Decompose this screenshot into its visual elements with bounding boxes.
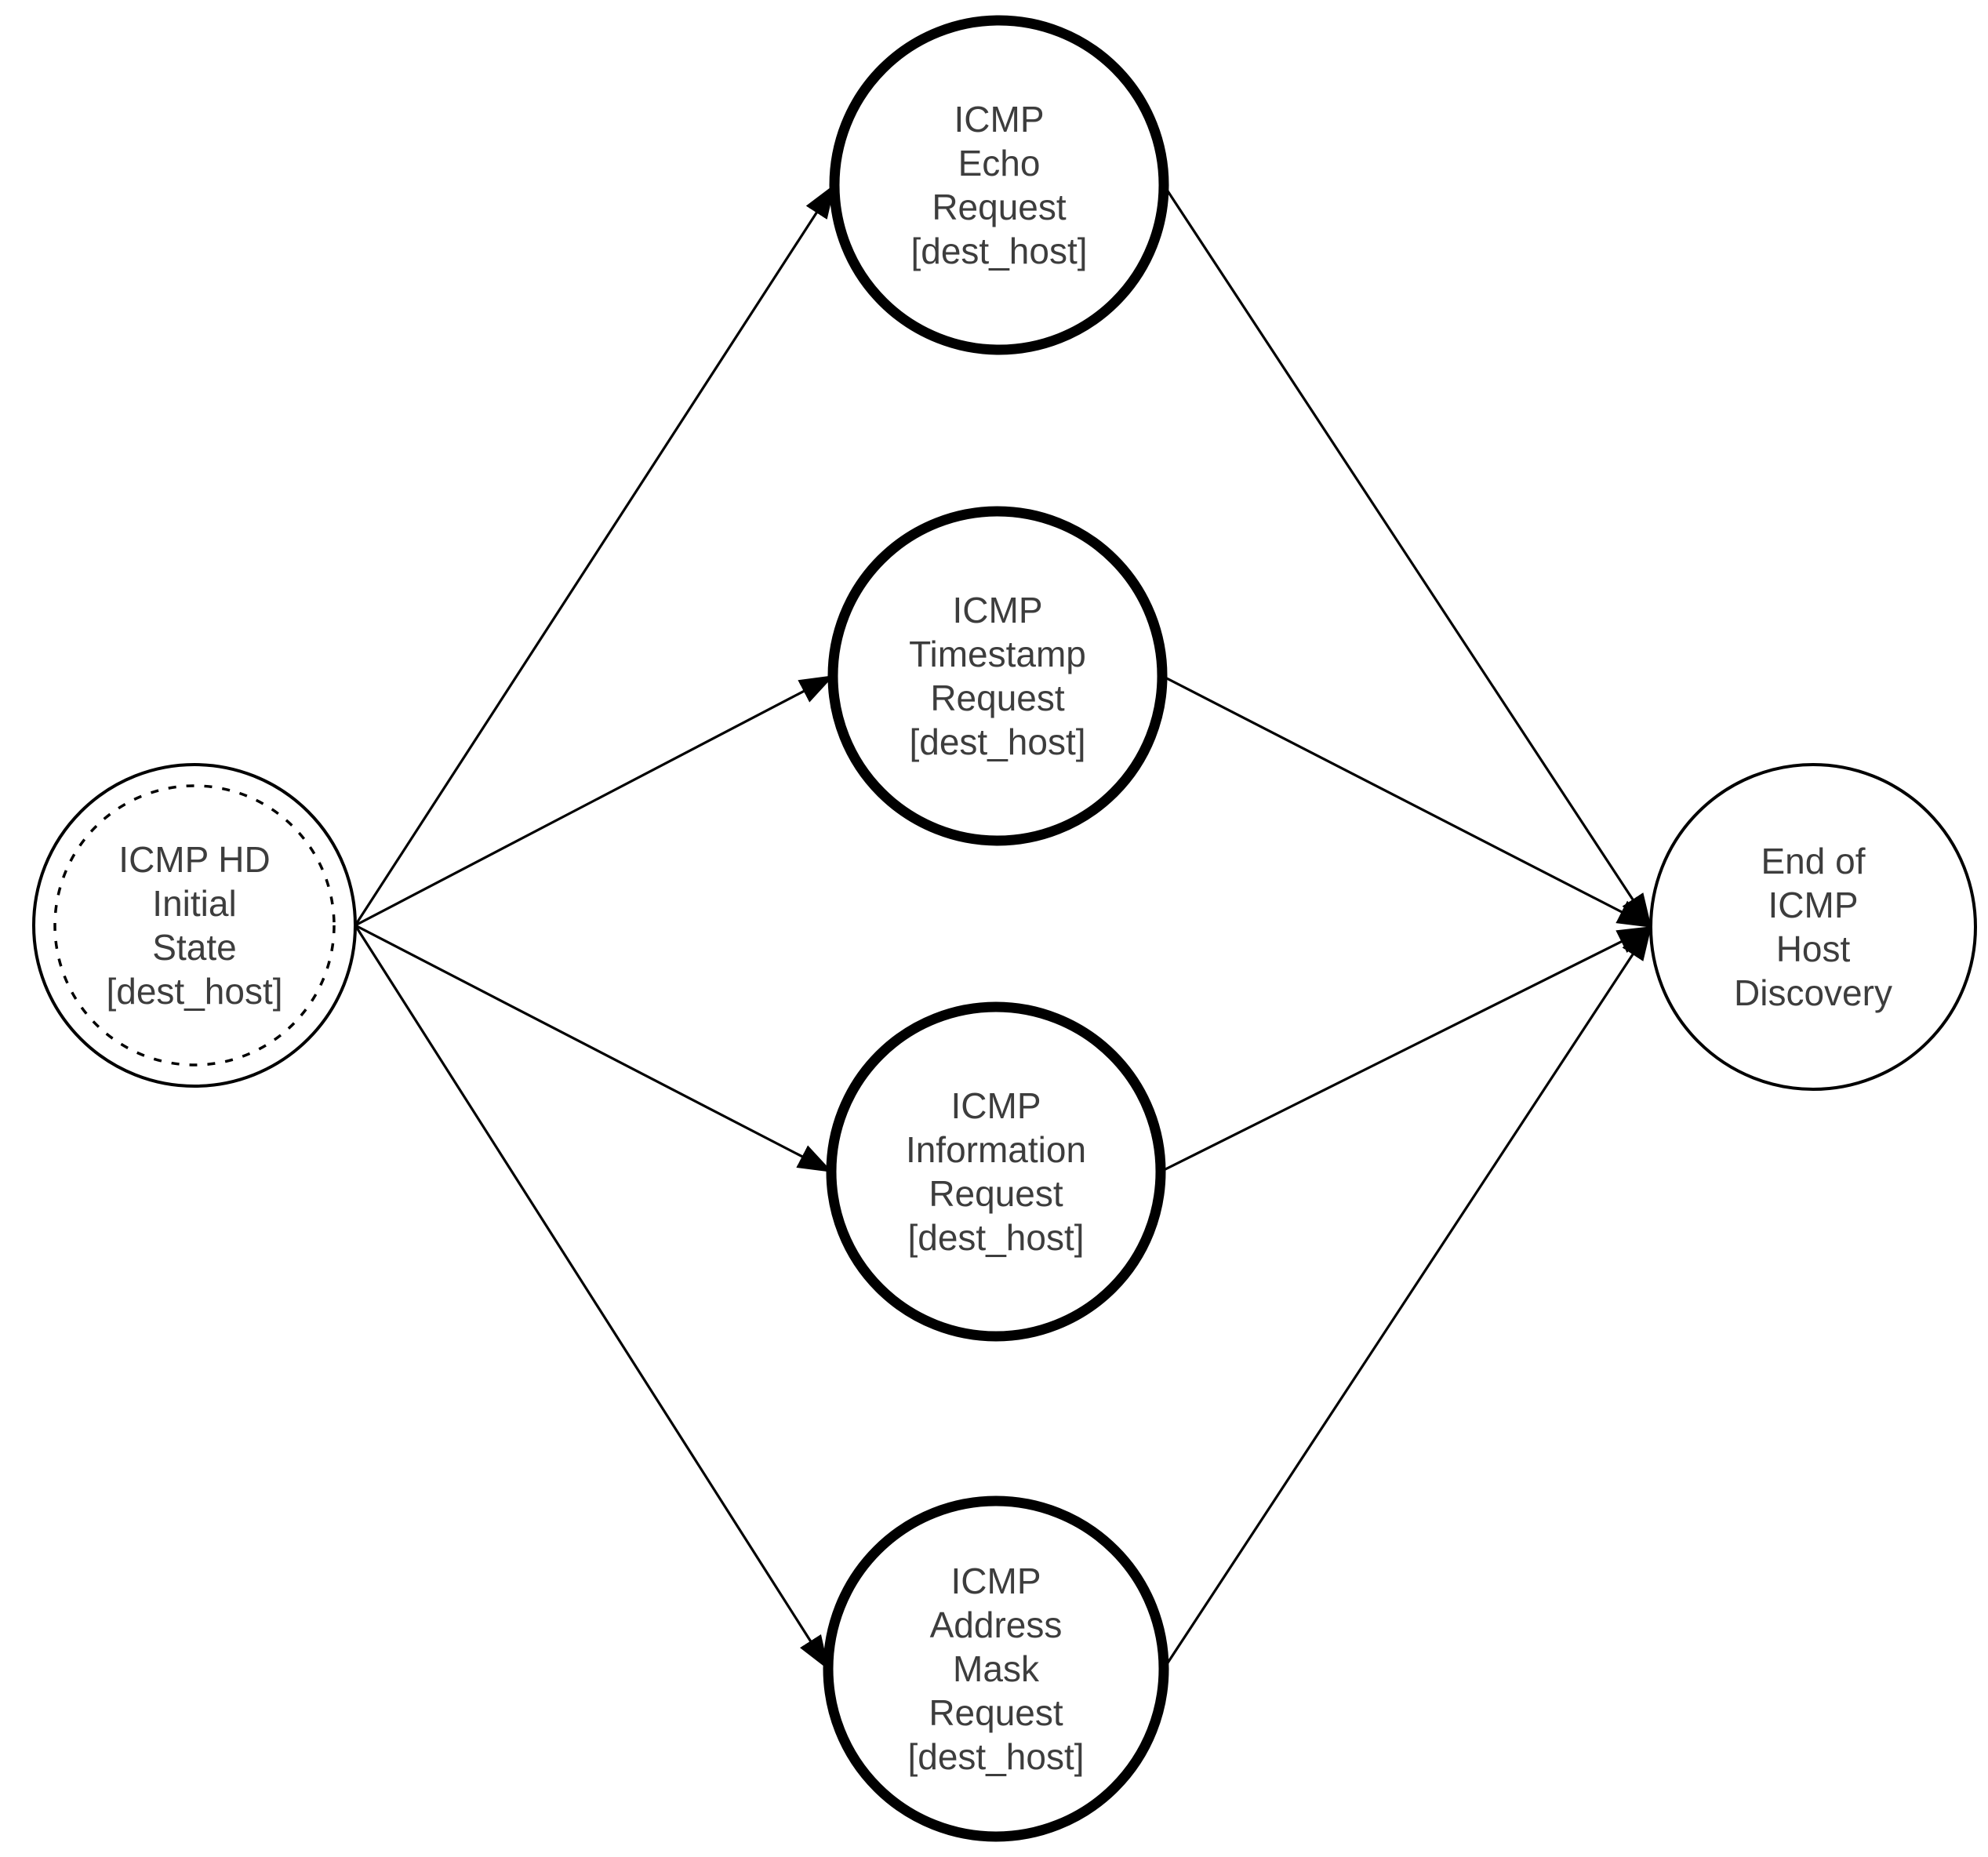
state-label-line: ICMP — [953, 590, 1043, 631]
state-label-line: Timestamp — [909, 634, 1086, 674]
initial-state-dashed-inner-circle — [53, 784, 336, 1067]
state-label-line: [dest_host] — [910, 231, 1087, 271]
state-label-line: ICMP — [954, 99, 1045, 140]
icmp-echo-request-circle — [829, 15, 1169, 355]
state-label-line: Initial — [152, 883, 236, 924]
state-label-line: Discovery — [1734, 972, 1892, 1013]
icmp-hd-initial-state-circle — [32, 763, 357, 1088]
state-label-line: Request — [930, 678, 1065, 718]
edge-icmp-hd-initial-state-to-icmp-address-mask-request — [354, 925, 830, 1670]
edge-icmp-echo-request-to-end-of-icmp-host-discovery — [1162, 184, 1652, 928]
end-of-icmp-host-discovery-circle — [1649, 763, 1977, 1091]
state-label-line: Address — [930, 1604, 1063, 1645]
state-label-line: ICMP — [1768, 885, 1859, 925]
state-label-line: Information — [906, 1129, 1086, 1170]
icmp-timestamp-request-circle — [827, 506, 1168, 846]
state-label-line: Request — [929, 1692, 1063, 1733]
state-label-line: Request — [932, 187, 1067, 227]
state-label-line: Request — [929, 1173, 1063, 1214]
icmp-information-request-circle — [826, 1001, 1166, 1342]
state-label-line: [dest_host] — [106, 971, 282, 1012]
state-label-line: End of — [1761, 841, 1866, 881]
state-label-line: [dest_host] — [907, 1217, 1084, 1258]
state-label-line: ICMP — [951, 1085, 1041, 1126]
edge-icmp-hd-initial-state-to-icmp-timestamp-request — [354, 674, 834, 927]
edges-layer — [354, 184, 1652, 1670]
edge-icmp-timestamp-request-to-end-of-icmp-host-discovery — [1161, 674, 1652, 928]
state-label-line: Echo — [958, 143, 1041, 184]
state-label-line: Mask — [953, 1648, 1040, 1689]
edge-icmp-address-mask-request-to-end-of-icmp-host-discovery — [1162, 925, 1652, 1670]
state-label-line: [dest_host] — [907, 1736, 1084, 1777]
edge-icmp-hd-initial-state-to-icmp-echo-request — [354, 184, 836, 926]
edge-icmp-information-request-to-end-of-icmp-host-discovery — [1160, 925, 1652, 1173]
state-label-line: [dest_host] — [909, 721, 1085, 762]
state-label-line: ICMP HD — [118, 839, 270, 880]
state-label-line: Host — [1776, 928, 1851, 969]
state-label-line: ICMP — [951, 1561, 1041, 1601]
edge-icmp-hd-initial-state-to-icmp-information-request — [354, 924, 833, 1173]
state-label-line: State — [152, 927, 236, 968]
